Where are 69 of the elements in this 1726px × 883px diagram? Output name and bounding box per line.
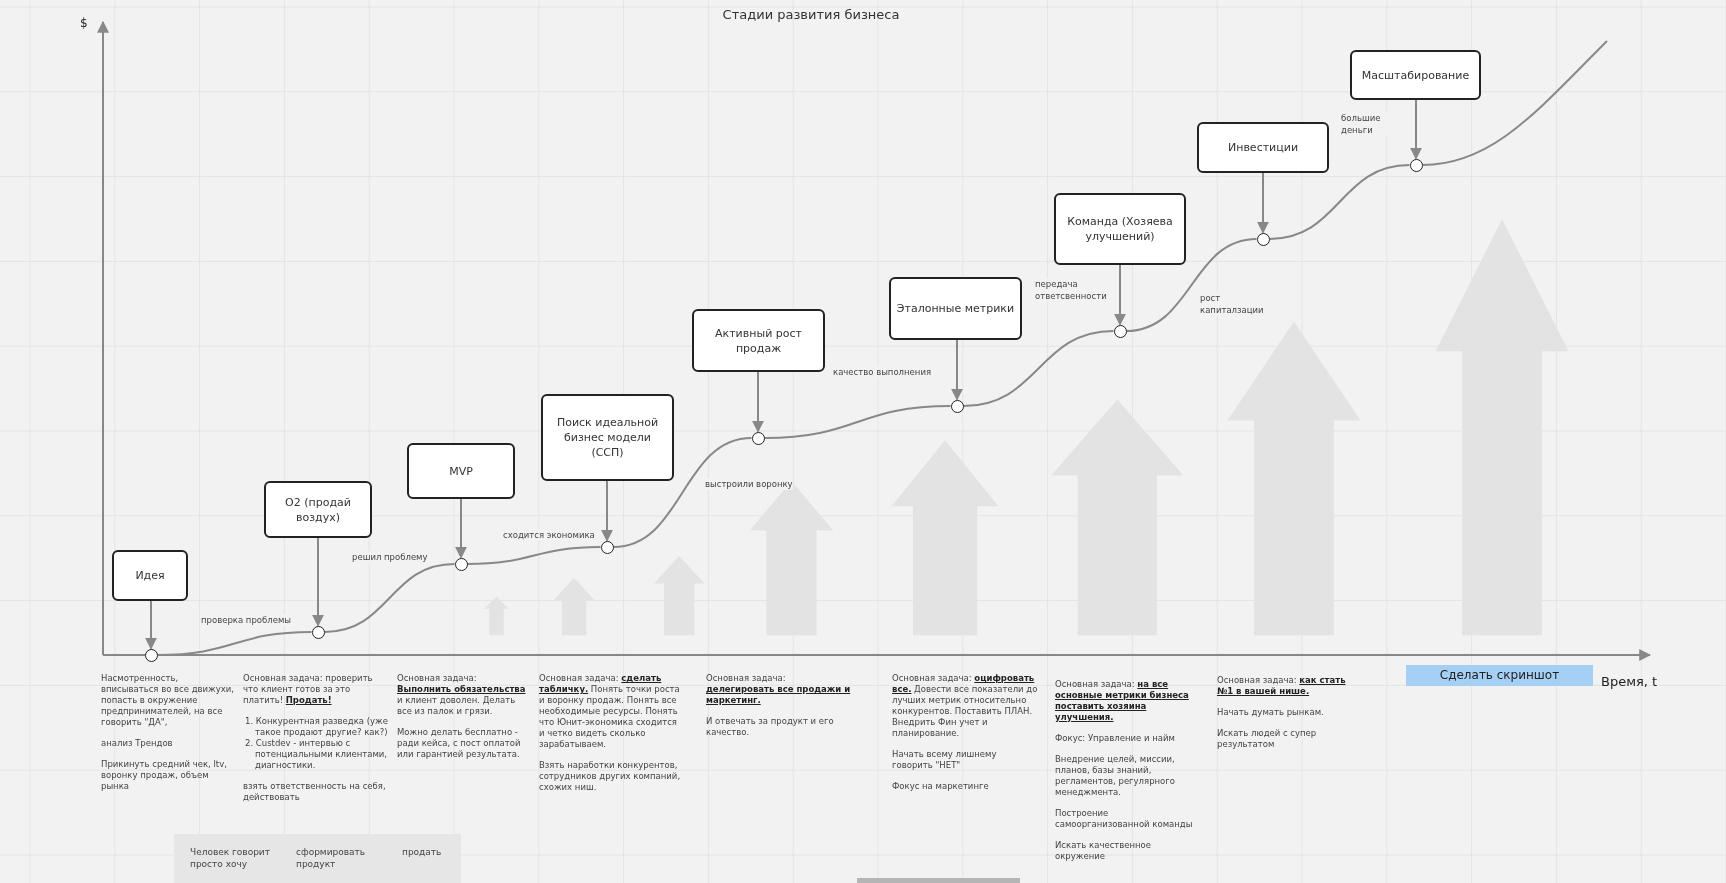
- curve-point: [311, 625, 325, 639]
- axis-label: Время, t: [1601, 676, 1658, 688]
- note-text: Основная задача: на все основные метрики бизнеса поставить хозяина улучшения.: [1055, 679, 1190, 723]
- band-text: Человек говорит просто хочу: [190, 846, 271, 870]
- arrow: [1410, 99, 1422, 160]
- diagram-title: Стадии развития бизнеса: [721, 7, 901, 22]
- note-text: Основная задача: Выполнить обязательства и клиент доволен. Делать все из палок и грязи.: [397, 673, 527, 717]
- note-text: Построение самоорганизованной команды: [1055, 808, 1194, 830]
- arrow: [455, 498, 467, 559]
- edge-label: большие деньги: [1341, 112, 1391, 136]
- note-text: взять ответственность на себя, действовать: [243, 781, 387, 803]
- note-text: Начать думать рынкам.: [1217, 707, 1325, 718]
- arrow: [1114, 264, 1126, 326]
- arrow: [1257, 172, 1269, 234]
- band-text: сформировать продукт: [296, 846, 367, 870]
- note-text: Фокус: Управление и найм: [1055, 733, 1176, 744]
- arrow: [145, 600, 157, 650]
- stage-box: Эталонные метрики: [889, 277, 1022, 340]
- note-text: Основная задача: проверить что клиент готов за это платить! Продать!: [243, 673, 374, 706]
- growth-curve: [1421, 40, 1608, 166]
- note-text: Искать качественное окружение: [1055, 840, 1153, 862]
- curve-point: [1256, 232, 1270, 246]
- growth-curve: [466, 546, 602, 565]
- stage-box: Идея: [112, 550, 188, 601]
- stage-box: O2 (продай воздух): [264, 481, 372, 538]
- edge-label: проверка проблемы: [201, 614, 291, 626]
- stage-box: Поиск идеальной бизнес модели (ССП): [541, 394, 674, 481]
- growth-curve: [962, 330, 1115, 407]
- curve-point: [144, 648, 158, 662]
- growth-curve: [1268, 164, 1411, 240]
- edge-label: решил проблему: [352, 551, 428, 563]
- note-text: Насмотренность, вписываться во все движухи, попасть в окружение предпринимателей, на все говорить "ДА",: [101, 673, 235, 728]
- note-text: Основная задача: сделать табличку. Понять точки роста и воронку продаж. Понять все необходимые ресурсы. Понять что Юнит-экономика сходится и четко видеть сколько зарабатываем.: [539, 673, 681, 750]
- axis-label: $: [80, 17, 88, 29]
- stage-box: Команда (Хозяева улучшений): [1054, 193, 1186, 265]
- note-text: И отвечать за продукт и его качество.: [706, 716, 835, 738]
- growth-curve: [763, 405, 952, 439]
- curve-point: [1113, 324, 1127, 338]
- stage-box: Активный рост продаж: [692, 309, 825, 372]
- arrow: [752, 371, 764, 433]
- note-text: 2. Custdev - интервью с потенциальными клиентами, диагностики.: [244, 738, 389, 771]
- band-text: продать: [402, 846, 443, 858]
- note-text: 1. Конкурентная разведка (уже такое продают другие? как?): [244, 716, 389, 738]
- note-text: Искать людей с супер результатом: [1217, 728, 1318, 750]
- stage-box: Инвестиции: [1197, 122, 1329, 173]
- stage-box: MVP: [407, 443, 515, 499]
- screenshot-button: Сделать скриншот: [1406, 665, 1593, 686]
- note-text: Можно делать бесплатно - ради кейса, с пост оплатой или гарантией результата.: [397, 727, 522, 760]
- note-text: Основная задача: как стать №1 в вашей нише.: [1217, 675, 1347, 697]
- note-text: Внедрение целей, миссии, планов, базы знаний, регламентов, регулярного менеджмента.: [1055, 754, 1176, 798]
- note-text: анализ Трендов: [101, 738, 174, 749]
- note-text: Основная задача: оцифровать все. Довести все показатели до лучших метрик относительно конкурентов. Поставить ПЛАН. Внедрить Фин учет и планирование.: [892, 673, 1038, 739]
- growth-curve: [1125, 238, 1258, 332]
- note-text: Фокус на маркетинге: [892, 781, 990, 792]
- note-text: Взять наработки конкурентов, сотрудников других компаний, схожих ниш.: [539, 760, 682, 793]
- arrow: [312, 537, 324, 627]
- growth-curve: [612, 437, 753, 548]
- arrow: [951, 339, 963, 401]
- curve-point: [600, 540, 614, 554]
- edge-label: сходится экономика: [503, 529, 595, 541]
- note-text: Начать всему лишнему говорить "НЕТ": [892, 749, 998, 771]
- note-text: Основная задача: делегировать все продажи и маркетинг.: [706, 673, 852, 706]
- growth-curve: [323, 563, 456, 633]
- arrow: [601, 480, 613, 542]
- edge-label: качество выполнения: [833, 366, 932, 378]
- edge-label: выстроили воронку: [705, 478, 793, 490]
- note-text: Прикинуть средний чек, ltv, воронку продаж, объем рынка: [101, 759, 228, 792]
- stage-box: Масштабирование: [1350, 50, 1481, 100]
- curve-point: [1409, 158, 1423, 172]
